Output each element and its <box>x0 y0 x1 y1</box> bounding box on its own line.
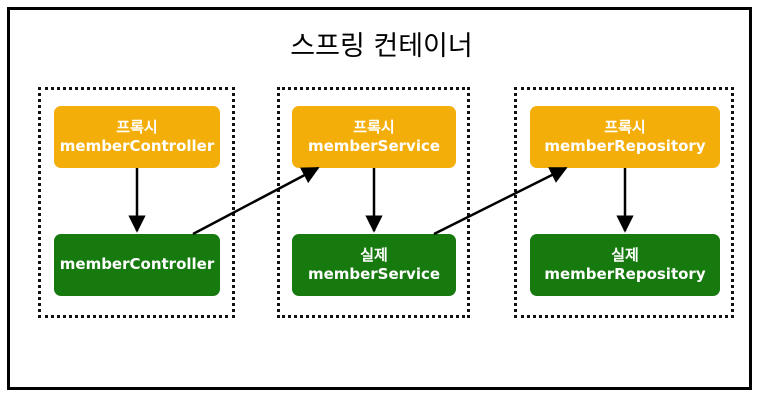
spring-container <box>7 7 752 390</box>
component-name: memberRepository <box>544 137 706 155</box>
real-member-repository-box: 실제 memberRepository <box>530 234 720 296</box>
proxy-member-repository-box: 프록시 memberRepository <box>530 106 720 168</box>
component-name: memberService <box>307 137 441 155</box>
component-name: memberService <box>307 265 441 283</box>
proxy-label: 프록시 <box>604 117 646 136</box>
container-title: 스프링 컨테이너 <box>290 31 473 62</box>
component-name: memberController <box>59 137 215 155</box>
real-member-controller-box: memberController <box>54 234 220 296</box>
proxy-label: 프록시 <box>116 117 158 136</box>
real-label: 실제 <box>360 245 388 264</box>
component-name: memberRepository <box>544 265 706 283</box>
proxy-member-controller-box: 프록시 memberController <box>54 106 220 168</box>
proxy-label: 프록시 <box>353 117 395 136</box>
component-name: memberController <box>59 255 215 274</box>
proxy-member-service-box: 프록시 memberService <box>292 106 456 168</box>
real-member-service-box: 실제 memberService <box>292 234 456 296</box>
real-label: 실제 <box>611 245 639 264</box>
